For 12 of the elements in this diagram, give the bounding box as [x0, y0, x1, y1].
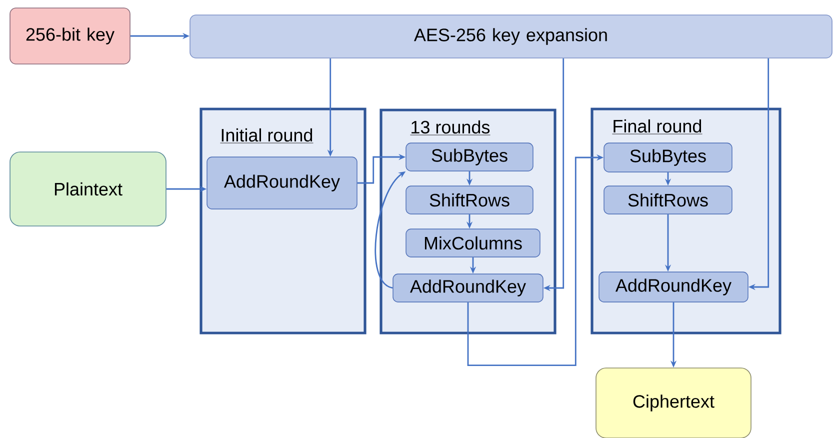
ciphertext-box: Ciphertext [596, 368, 752, 438]
step-box: MixColumns [406, 228, 540, 258]
step-box: SubBytes [604, 142, 732, 172]
step-box: SubBytes [406, 142, 534, 172]
step-box: AddRoundKey [392, 274, 544, 302]
plaintext-box: Plaintext [10, 152, 166, 226]
step-box: AddRoundKey [206, 156, 358, 210]
key-box: 256-bit key [10, 8, 130, 64]
step-box: ShiftRows [604, 186, 732, 214]
step-box: AddRoundKey [598, 272, 748, 302]
step-box: ShiftRows [406, 186, 534, 214]
key-expansion-box: AES-256 key expansion [190, 14, 832, 58]
